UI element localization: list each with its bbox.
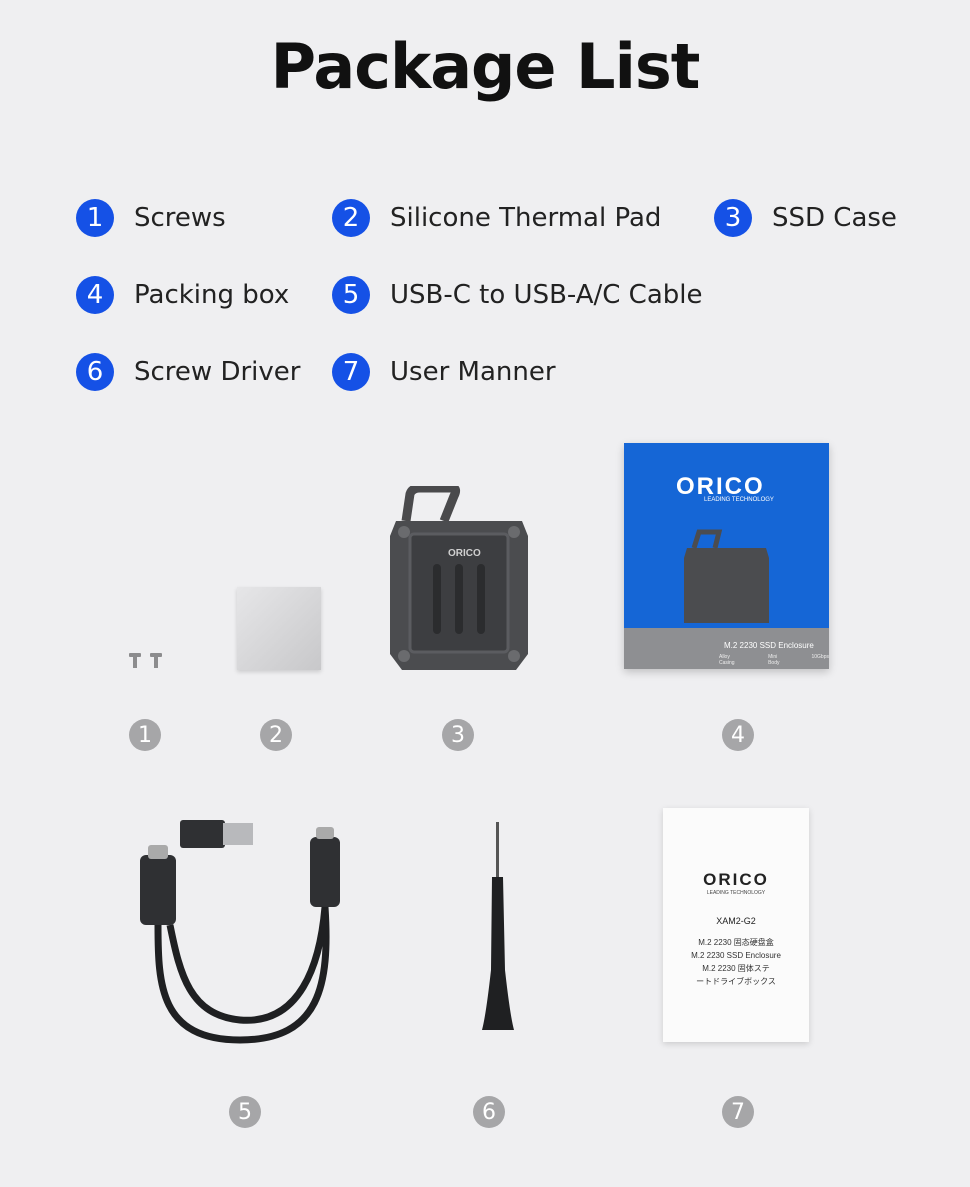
legend-item-packing-box: 4 Packing box [76,276,289,314]
item-number: 2 [260,719,292,751]
ssd-case-image: ORICO [390,486,528,670]
legend-item-ssd-case: 3 SSD Case [714,199,897,237]
item-number: 7 [722,1096,754,1128]
manual-model: XAM2-G2 [716,916,756,926]
case-brand: ORICO [448,548,481,559]
item-number: 5 [229,1096,261,1128]
legend-item-cable: 5 USB-C to USB-A/C Cable [332,276,703,314]
legend-item-thermal-pad: 2 Silicone Thermal Pad [332,199,661,237]
legend-label: Silicone Thermal Pad [390,203,662,233]
box-feature: Mini Body [768,654,780,666]
legend-label: User Manner [390,357,556,387]
number-badge: 1 [76,199,114,237]
page-title: Package List [270,30,701,103]
box-product: M.2 2230 SSD Enclosure [724,641,814,650]
manual-tagline: LEADING TECHNOLOGY [706,890,766,896]
box-feature: 10Gbps [811,654,829,660]
box-tagline: LEADING TECHNOLOGY [704,497,774,503]
legend-label: Screws [134,203,226,233]
number-badge: 5 [332,276,370,314]
user-manual-image: ORICO LEADING TECHNOLOGY XAM2-G2 M.2 223… [663,808,809,1042]
legend-item-screwdriver: 6 Screw Driver [76,353,300,391]
manual-line: ートドライブボックス [696,977,776,986]
number-badge: 3 [714,199,752,237]
legend-item-manual: 7 User Manner [332,353,556,391]
legend-label: SSD Case [772,203,897,233]
manual-line: M.2 2230 SSD Enclosure [691,951,781,960]
number-badge: 4 [76,276,114,314]
manual-line: M.2 2230 固体ステ [702,964,770,973]
number-badge: 2 [332,199,370,237]
item-number: 1 [129,719,161,751]
number-badge: 6 [76,353,114,391]
legend-label: USB-C to USB-A/C Cable [390,280,703,310]
box-feature: Alloy Casing [719,654,735,666]
packing-box-image: ORICO LEADING TECHNOLOGY M.2 2230 SSD En… [624,443,829,669]
box-brand: ORICO [676,473,765,500]
box-ssd-icon [684,529,769,623]
screws-image [129,653,162,668]
manual-line: M.2 2230 固态硬盘盒 [698,938,774,947]
item-number: 3 [442,719,474,751]
number-badge: 7 [332,353,370,391]
manual-brand: ORICO [703,870,769,889]
cable-image [140,820,340,1044]
legend-item-screws: 1 Screws [76,199,226,237]
thermal-pad-image [237,587,321,670]
item-number: 4 [722,719,754,751]
legend-label: Screw Driver [134,357,301,387]
screwdriver-image [482,822,514,1030]
legend-label: Packing box [134,280,290,310]
item-number: 6 [473,1096,505,1128]
